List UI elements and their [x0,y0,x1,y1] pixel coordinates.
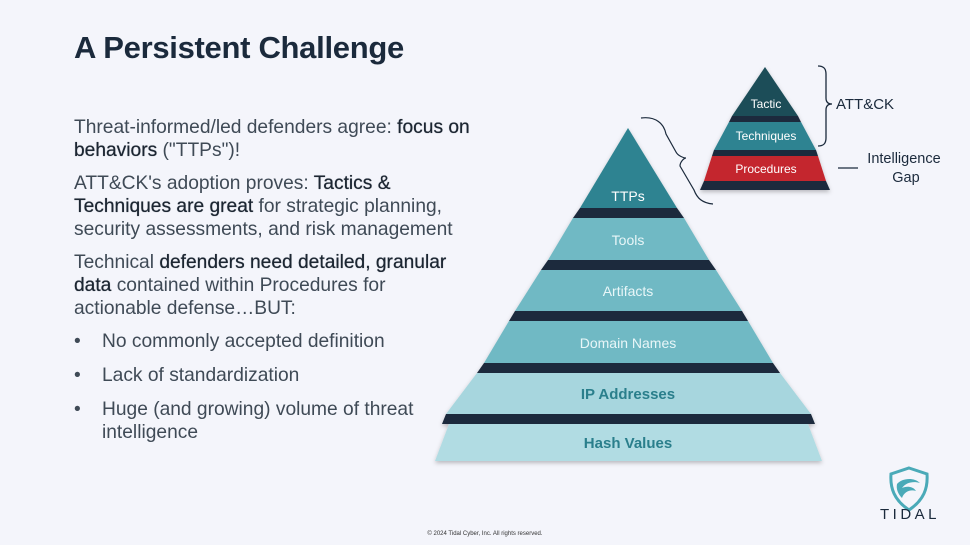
p1-tail: ("TTPs")! [157,140,241,161]
small-tier-tactic [732,67,798,116]
bullet-list: No commonly accepted definition Lack of … [74,330,474,444]
p2-text: ATT&CK's adoption proves: [74,173,314,194]
tier-ttps [580,128,677,208]
tidal-logo-wordmark: TIDAL [879,506,940,523]
attck-brace [817,65,833,147]
p2-emphasis: Tactics & Techniques are great [74,173,391,217]
paragraph-attck-adoption: ATT&CK's adoption proves: Tactics & Tech… [74,172,474,241]
paragraph-behaviors: Threat-informed/led defenders agree: foc… [74,116,474,162]
gap-label-line2: Gap [892,170,919,186]
attck-label: ATT&CK [836,96,894,113]
p1-emphasis: focus on behaviors [74,117,470,161]
tier-domain-names [484,321,773,363]
p1-text: Threat-informed/led defenders agree: [74,117,398,138]
body-text: Threat-informed/led defenders agree: foc… [74,116,474,455]
bullet-item: Huge (and growing) volume of threat inte… [74,398,474,444]
tier-tools [548,218,709,260]
p3-text: Technical [74,252,160,273]
small-label-procedures: Procedures [735,162,796,176]
bullet-item: No commonly accepted definition [74,330,474,353]
tier-label-artifacts: Artifacts [603,283,654,299]
p2-tail: for strategic planning, security assessm… [74,196,453,240]
tier-label-domain-names: Domain Names [580,335,676,351]
gap-label: Intelligence Gap [867,151,944,186]
tier-hash-values [435,424,822,461]
tier-artifacts [515,270,742,311]
footer-copyright: © 2024 Tidal Cyber, Inc. All rights rese… [427,531,543,537]
p3-tail: contained within Procedures for actionab… [74,275,386,319]
paragraph-technical-defenders: Technical defenders need detailed, granu… [74,251,474,320]
tier-label-ttps: TTPs [611,188,644,204]
slide-title: A Persistent Challenge [74,30,404,65]
tier-divider [477,363,780,373]
p3-emphasis: defenders need detailed, granular data [74,252,447,296]
small-tier-techniques [714,122,816,150]
tier-divider [573,208,684,218]
tier-divider [509,311,748,321]
tier-divider [541,260,716,270]
bullet-item: Lack of standardization [74,364,474,387]
small-label-tactic: Tactic [751,97,782,111]
small-pyramid [700,67,830,190]
tier-ip-addresses [446,373,811,414]
small-tier-base [700,181,830,190]
main-pyramid [435,128,822,461]
small-label-techniques: Techniques [736,129,797,143]
small-tier-procedures [704,156,826,181]
tier-label-tools: Tools [612,232,645,248]
tier-label-ip-addresses: IP Addresses [581,386,675,403]
ttps-bracket [640,117,714,205]
tier-label-hash-values: Hash Values [584,435,672,452]
tidal-logo-icon [889,466,929,512]
small-tier-divider [729,116,801,122]
tier-divider [442,414,815,424]
small-tier-divider [712,150,818,156]
gap-label-line1: Intelligence [867,151,940,167]
